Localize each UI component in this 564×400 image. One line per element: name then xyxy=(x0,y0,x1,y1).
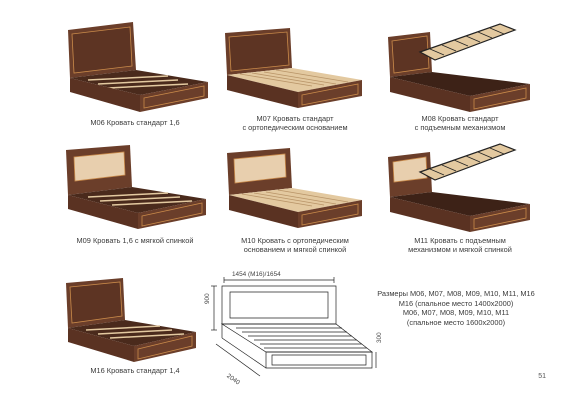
caption-m09: М09 Кровать 1,6 с мягкой спинкой xyxy=(76,236,194,245)
sizes-line: Размеры М06, М07, М08, М09, М10, М11, М1… xyxy=(377,289,535,298)
bed-image-m10 xyxy=(227,148,362,228)
caption-m11: М11 Кровать с подъемным механизмом и мяг… xyxy=(408,236,512,254)
caption-m16: М16 Кровать стандарт 1,4 xyxy=(90,366,180,375)
dimension-width: 1454 (М16)/1654 xyxy=(232,271,281,278)
dimension-height: 900 xyxy=(204,293,211,304)
technical-drawing xyxy=(211,277,377,377)
bed-image-m11 xyxy=(388,143,530,232)
dimension-side: 300 xyxy=(376,332,383,343)
sizes-line: М06, М07, М08, М09, М10, М11 xyxy=(402,308,510,318)
bed-image-m07 xyxy=(225,28,362,108)
sizes-description: Размеры М06, М07, М08, М09, М10, М11, М1… xyxy=(356,289,556,327)
caption-m06: М06 Кровать стандарт 1,6 xyxy=(90,118,180,127)
bed-image-m16 xyxy=(66,278,196,362)
caption-m10: М10 Кровать с ортопедическим основанием … xyxy=(241,236,349,254)
caption-m08: М08 Кровать стандарт с подъемным механиз… xyxy=(414,114,506,132)
bed-image-m06 xyxy=(68,22,208,112)
bed-image-m09 xyxy=(66,145,206,229)
page-number: 51 xyxy=(538,373,546,380)
bed-image-m08 xyxy=(388,23,530,112)
sizes-line: М16 (спальное место 1400x2000) xyxy=(398,298,514,308)
sizes-line: (спальное место 1600x2000) xyxy=(406,317,506,327)
caption-m07: М07 Кровать стандарт с ортопедическим ос… xyxy=(242,114,348,132)
